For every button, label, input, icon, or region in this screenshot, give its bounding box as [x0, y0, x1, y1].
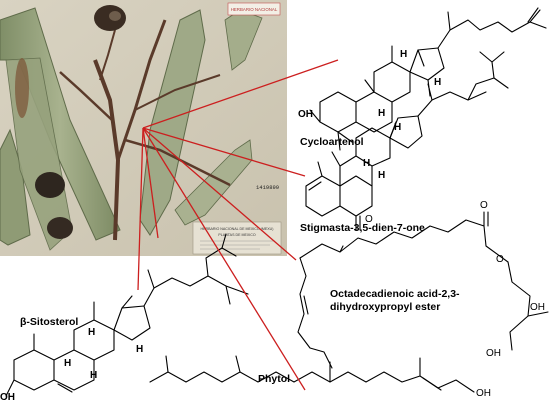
- cycloartenol-label: Cycloartenol: [300, 136, 364, 148]
- stigmastadienone-h-2: H: [363, 158, 370, 169]
- stigmastadienone-label: Stigmasta-3,5-dien-7-one: [300, 222, 425, 234]
- cycloartenol-h-2: H: [378, 108, 385, 119]
- phytol-hydroxyl: OH: [476, 388, 491, 399]
- herbarium-stamp: HERBARIO NACIONAL: [231, 7, 278, 12]
- ester-hydroxyl-1: OH: [530, 302, 545, 313]
- octadecadienoic-label-line-1: Octadecadienoic acid-2,3-: [330, 288, 460, 300]
- phytol-structure: [149, 355, 475, 393]
- ester-bridge-o: O: [496, 254, 504, 265]
- cycloartenol-h-3: H: [434, 77, 441, 88]
- cycloartenol-h-1: H: [400, 49, 407, 60]
- phytol-label: Phytol: [258, 373, 291, 385]
- stigmastadienone-structure: [305, 51, 509, 231]
- stigmastadienone-h-3: H: [378, 170, 385, 181]
- octadecadienoic-label-line-2: dihydroxypropyl ester: [330, 301, 441, 313]
- sitosterol-h-4: H: [136, 344, 143, 355]
- sitosterol-hydroxyl: OH: [0, 392, 15, 403]
- sitosterol-h-1: H: [88, 327, 95, 338]
- sitosterol-h-2: H: [64, 358, 71, 369]
- cycloartenol-structure: [309, 7, 547, 151]
- sitosterol-label: β-Sitosterol: [20, 316, 79, 328]
- stigmastadienone-h-1: H: [394, 122, 401, 133]
- cycloartenol-hydroxyl: OH: [298, 109, 313, 120]
- sitosterol-structure: [5, 233, 249, 397]
- ester-carbonyl-o: O: [480, 200, 488, 211]
- stigmastadienone-carbonyl-o: O: [365, 214, 373, 225]
- ester-hydroxyl-2: OH: [486, 348, 501, 359]
- sitosterol-h-3: H: [90, 370, 97, 381]
